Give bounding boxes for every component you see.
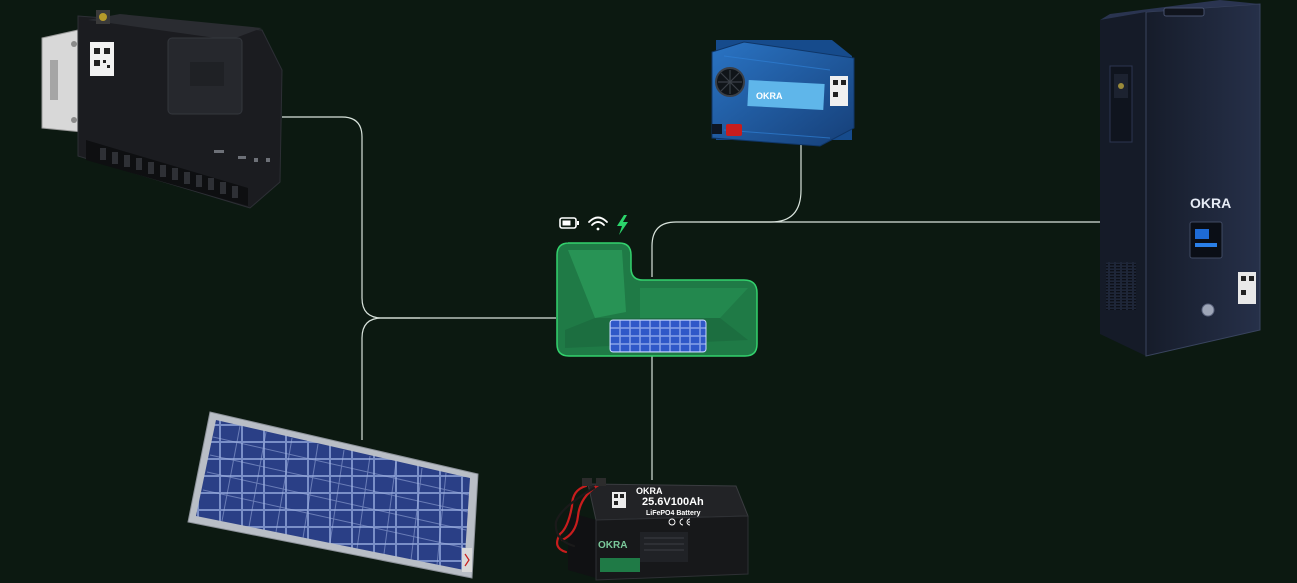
- hub-solar-panel: [609, 319, 707, 353]
- inverter-brand-label: OKRA: [756, 91, 783, 101]
- cabinet-side-vents: [1106, 262, 1136, 310]
- solar-panel: [187, 411, 479, 579]
- connection-wires: [282, 116, 1100, 480]
- power-cabinet: OKRA: [1100, 0, 1261, 357]
- battery-chemistry-label: LiFePO4 Battery: [646, 510, 701, 517]
- cabinet-display: [1189, 221, 1223, 259]
- battery-icon: [559, 217, 579, 229]
- lightning-icon: [617, 215, 628, 235]
- battery-spec-label: 25.6V100Ah: [642, 496, 704, 508]
- certification-marks: [668, 518, 691, 526]
- hub-status-bar: [559, 215, 628, 235]
- battery-side-brand-label: OKRA: [598, 540, 627, 551]
- cabinet-handle: [1163, 7, 1205, 17]
- central-hub: [556, 215, 758, 357]
- inverter-label-panel: [747, 80, 825, 110]
- cabinet-lock: [1201, 303, 1215, 317]
- battery-brand-label: OKRA: [636, 486, 663, 496]
- hub-roof-facet: [568, 250, 626, 318]
- cabinet-brand-label: OKRA: [1190, 195, 1231, 211]
- lifepo4-battery: OKRA 25.6V100Ah LiFePO4 Battery OKRA: [554, 478, 749, 581]
- inverter-red-terminal: [726, 124, 742, 136]
- wire-inverter-to-hub: [651, 143, 802, 277]
- charge-controller: [41, 10, 283, 209]
- solar-panel-junction-label: [462, 548, 472, 572]
- battery-cables: [554, 482, 602, 554]
- hub-roof-right-facet: [640, 288, 748, 318]
- wire-controller-to-hub: [282, 116, 556, 319]
- wire-panel-to-hub: [361, 317, 420, 440]
- inverter: OKRA: [711, 40, 855, 147]
- solar-panel-cells: [196, 420, 470, 570]
- wifi-icon: [588, 216, 608, 231]
- controller-qr-code: [90, 42, 114, 76]
